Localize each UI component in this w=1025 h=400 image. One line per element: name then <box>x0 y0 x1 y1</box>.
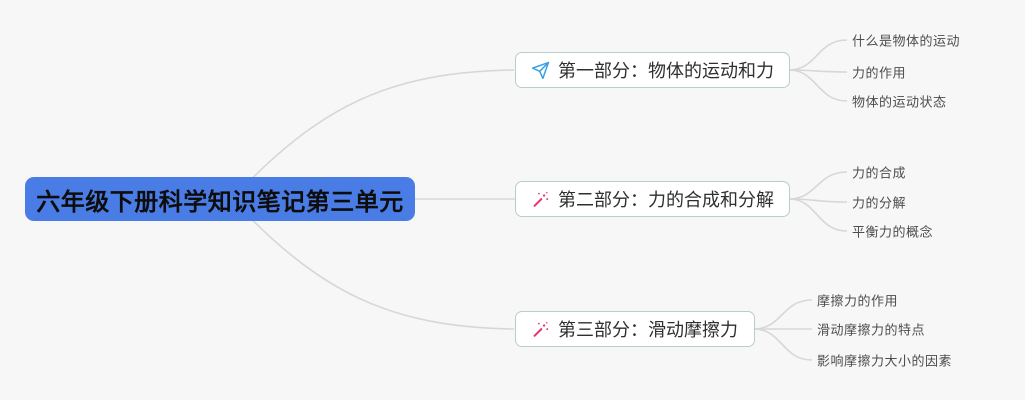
leaf-item[interactable]: 平衡力的概念 <box>852 224 934 240</box>
connector-b3-leaf3 <box>753 328 813 361</box>
connector-b3-leaf1 <box>753 299 813 330</box>
leaf-item[interactable]: 力的分解 <box>852 195 907 211</box>
leaf-item[interactable]: 滑动摩擦力的特点 <box>817 322 926 338</box>
branch-node-part1[interactable]: 第一部分：物体的运动和力 <box>515 52 790 88</box>
connector-b1-leaf1 <box>788 39 848 71</box>
branch-node-part3[interactable]: 第三部分：滑动摩擦力 <box>515 311 755 347</box>
magic-wand-icon <box>531 320 550 339</box>
branch-label: 第三部分：滑动摩擦力 <box>558 320 738 340</box>
branch-label: 第二部分：力的合成和分解 <box>558 190 774 210</box>
leaf-item[interactable]: 力的合成 <box>852 165 907 181</box>
root-node-label: 六年级下册科学知识笔记第三单元 <box>36 188 404 216</box>
paper-plane-icon <box>531 61 550 80</box>
leaf-item[interactable]: 力的作用 <box>852 65 907 81</box>
branch-node-part2[interactable]: 第二部分：力的合成和分解 <box>515 181 790 217</box>
leaf-item[interactable]: 什么是物体的运动 <box>852 33 961 49</box>
leaf-item[interactable]: 摩擦力的作用 <box>817 293 899 309</box>
branch-label: 第一部分：物体的运动和力 <box>558 61 774 81</box>
connector-root-branch3 <box>231 198 515 330</box>
connector-b2-leaf3 <box>788 198 848 232</box>
root-node[interactable]: 六年级下册科学知识笔记第三单元 <box>25 177 415 221</box>
connector-b2-leaf1 <box>788 171 848 200</box>
connector-b1-leaf3 <box>788 69 848 102</box>
leaf-item[interactable]: 物体的运动状态 <box>852 94 947 110</box>
connector-root-branch1 <box>231 69 515 200</box>
leaf-item[interactable]: 影响摩擦力大小的因素 <box>817 353 953 369</box>
magic-wand-icon <box>531 190 550 209</box>
